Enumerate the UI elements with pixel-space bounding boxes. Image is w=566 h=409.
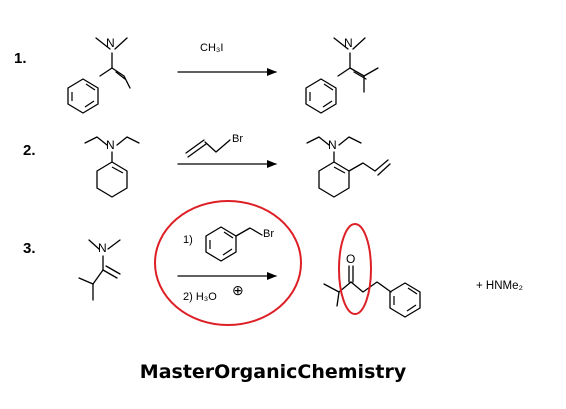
- plus-charge-icon: ⊕: [232, 282, 244, 298]
- step-number-2: 2.: [23, 142, 36, 159]
- step-label-1: 1): [183, 234, 193, 246]
- enamine-product-1: N: [305, 36, 379, 114]
- atom-label-n: N: [106, 36, 115, 50]
- atom-label-n: N: [328, 138, 337, 152]
- reagent-methyl-iodide: CH₃I: [200, 42, 223, 54]
- atom-label-br: Br: [232, 133, 243, 145]
- enamine-reactant-2: N: [84, 136, 140, 198]
- atom-label-n: N: [106, 138, 115, 152]
- step-number-1: 1.: [14, 50, 27, 67]
- step-label-2: 2) H₃O: [183, 291, 217, 303]
- enamine-reactant-3: N: [78, 239, 121, 301]
- alkylated-enamine-product-2: N: [306, 136, 391, 198]
- carbonyl-highlight-circle: [338, 223, 372, 315]
- benzyl-bromide-reagent: Br: [205, 226, 274, 262]
- allyl-bromide-reagent: Br: [185, 133, 243, 158]
- byproduct-dimethylamine: + HNMe₂: [476, 280, 523, 292]
- step-number-3: 3.: [23, 240, 36, 257]
- atom-label-br: Br: [263, 228, 274, 240]
- reagents-highlight-circle: [154, 200, 302, 326]
- enamine-reactant-1: N: [67, 36, 131, 114]
- atom-label-n: N: [98, 241, 107, 255]
- atom-label-o: O: [346, 252, 355, 266]
- brand-watermark: MasterOrganicChemistry: [140, 361, 407, 383]
- atom-label-n: N: [344, 36, 353, 50]
